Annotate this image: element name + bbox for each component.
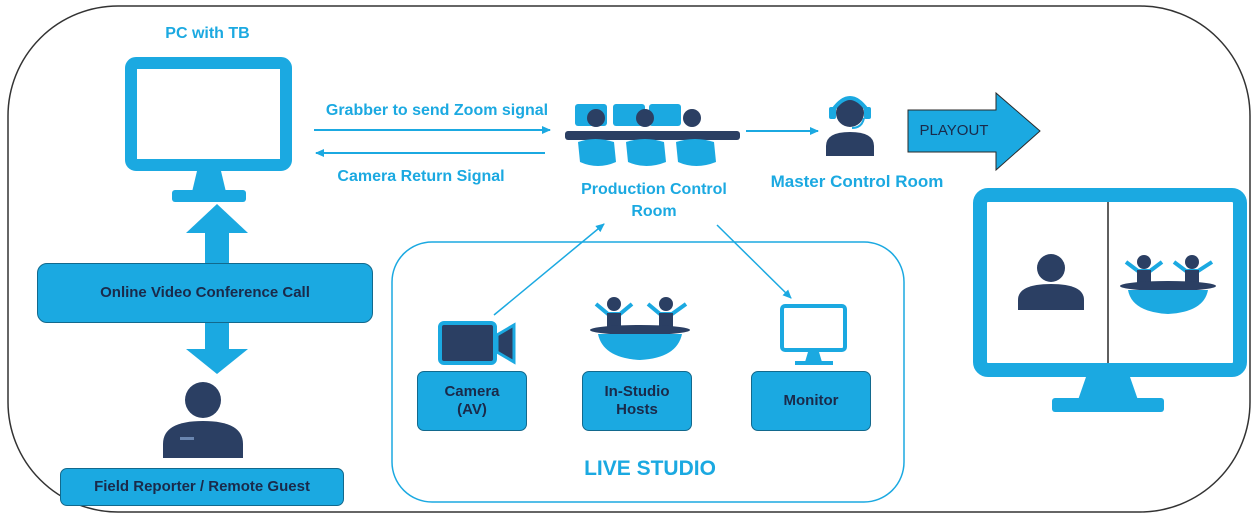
monitor-box: Monitor: [751, 371, 871, 431]
return-label: Camera Return Signal: [337, 168, 505, 185]
field-reporter-icon: [163, 382, 243, 458]
mcr-label: Master Control Room: [770, 172, 944, 191]
studio-label: LIVE STUDIO: [584, 457, 716, 480]
pcr-to-monitor-arrow: [716, 224, 792, 299]
playout-arrow: [907, 91, 1041, 172]
camera-box: Camera (AV): [417, 371, 527, 431]
camera-icon: [438, 321, 516, 365]
production-control-icon: [565, 104, 740, 166]
live-studio-frame: [391, 241, 905, 503]
pc-label: PC with TB: [165, 25, 250, 42]
pc-monitor-icon: [125, 57, 292, 202]
studio-monitor-icon: [780, 304, 847, 365]
studio-hosts-icon: [590, 297, 690, 360]
pcr-label: Production Control Room: [581, 181, 727, 220]
grabber-label: Grabber to send Zoom signal: [325, 102, 549, 119]
outer-frame: [7, 5, 1251, 513]
master-control-operator-icon: [826, 96, 874, 156]
camera-to-pcr-arrow: [493, 223, 605, 316]
conference-box: Online Video Conference Call: [37, 263, 373, 323]
field-reporter-box: Field Reporter / Remote Guest: [60, 468, 344, 506]
hosts-box: In-Studio Hosts: [582, 371, 692, 431]
output-monitor-icon: [973, 188, 1247, 412]
playout-label: PLAYOUT: [919, 122, 989, 139]
